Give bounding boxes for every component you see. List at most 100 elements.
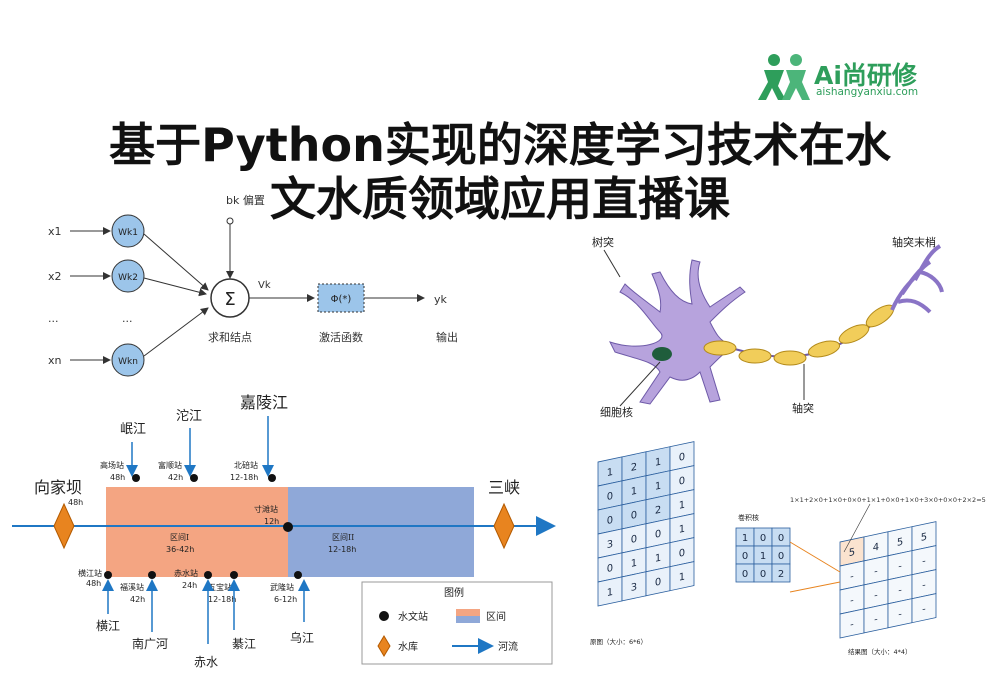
output-caption: 结果图（大小：4*4） xyxy=(848,647,912,656)
weight-node-1: Wk1 xyxy=(111,214,145,248)
zone-1 xyxy=(106,487,288,577)
station-top-2-name: 富顺站 xyxy=(158,460,182,470)
station-bottom-5-name: 武隆站 xyxy=(270,582,294,592)
station-top-2-time: 42h xyxy=(168,473,183,482)
input-cell: 3 xyxy=(631,582,637,594)
svg-text:Φ(*): Φ(*) xyxy=(331,294,352,305)
kernel-cell: 0 xyxy=(760,533,766,544)
weight-dots: ... xyxy=(122,312,133,325)
station-bottom-4-time: 12-18h xyxy=(208,595,236,604)
legend-title: 图例 xyxy=(444,586,464,599)
input-x1: x1 xyxy=(48,225,62,238)
left-end-time: 48h xyxy=(68,498,83,507)
zone-2-time: 12-18h xyxy=(328,545,356,554)
conv-formula: 1×1+2×0+1×0+0×0+1×1+0×0+1×0+3×0+0×0+2×2=… xyxy=(790,496,986,504)
input-cell: 0 xyxy=(607,563,613,575)
neuron-diagram: 树突 轴突末梢 细胞核 轴突 xyxy=(592,235,944,419)
right-end-name: 三峡 xyxy=(488,478,520,497)
legend-reservoir: 水库 xyxy=(398,640,418,653)
station-bottom-3-time: 24h xyxy=(182,581,197,590)
river-bottom-1: 横江 xyxy=(96,619,120,633)
title-line-2: 文水质领域应用直播课 xyxy=(270,172,730,226)
bias-label: bk 偏置 xyxy=(226,193,265,207)
output-cell: - xyxy=(898,585,902,597)
neuron-cell-body xyxy=(609,259,746,405)
people-icon xyxy=(758,54,810,100)
input-cell: 0 xyxy=(655,577,661,589)
axon-sheath xyxy=(703,304,895,366)
station-bottom-3-name: 赤水站 xyxy=(174,568,198,578)
input-cell: 1 xyxy=(607,587,613,599)
left-end-name: 向家坝 xyxy=(34,478,82,497)
input-cell: 0 xyxy=(655,529,661,541)
output-cell: 5 xyxy=(897,537,903,549)
river-diagram: 向家坝 48h 三峡 岷江 沱江 嘉陵江 高场站 48h 富顺站 42h 北碚站… xyxy=(12,393,556,669)
zone-1-time: 36-42h xyxy=(166,545,194,554)
kernel-cell: 0 xyxy=(760,569,766,580)
label-nucleus: 细胞核 xyxy=(600,405,633,419)
input-cell: 0 xyxy=(631,534,637,546)
sum-node: Σ xyxy=(210,278,250,318)
river-bottom-5: 乌江 xyxy=(290,630,314,645)
perceptron-diagram: x1 x2 ... xn Wk1 Wk2 ... Wkn bk 偏置 Σ 求和结… xyxy=(48,193,458,377)
output-cell: - xyxy=(850,619,854,631)
logo-name: Ai尚研修 xyxy=(814,61,917,90)
output-cell: 5 xyxy=(849,547,855,559)
output-cell: - xyxy=(898,609,902,621)
station-bottom-5-time: 6-12h xyxy=(274,595,297,604)
input-dots: ... xyxy=(48,312,59,325)
input-cell: 0 xyxy=(679,452,685,464)
kernel-cell: 1 xyxy=(760,551,766,562)
activation-box: Φ(*) xyxy=(317,283,365,313)
legend: 图例 水文站 区间 水库 河流 xyxy=(361,581,553,665)
zone-2 xyxy=(288,487,474,577)
input-cell: 1 xyxy=(607,467,613,479)
input-cell: 1 xyxy=(655,553,661,565)
station-top-3-name: 北碚站 xyxy=(234,460,258,470)
input-cell: 1 xyxy=(631,486,637,498)
vk-label: Vk xyxy=(258,280,271,291)
river-bottom-3: 赤水 xyxy=(194,655,218,669)
input-cell: 1 xyxy=(679,524,685,536)
weight-node-n: Wkn xyxy=(111,343,145,377)
river-top-1: 岷江 xyxy=(120,422,146,437)
kernel-cell: 1 xyxy=(742,533,748,544)
legend-station: 水文站 xyxy=(398,610,428,623)
input-cell: 0 xyxy=(607,491,613,503)
station-bottom-4-name: 五宝站 xyxy=(208,582,232,592)
output-cell: - xyxy=(874,614,878,626)
center-station-time: 12h xyxy=(264,517,279,526)
output-cell: 4 xyxy=(873,542,879,554)
kernel-label: 卷积核 xyxy=(738,513,759,522)
output-cell: - xyxy=(922,604,926,616)
output-yk: yk xyxy=(434,293,448,306)
output-cell: - xyxy=(874,590,878,602)
input-cell: 1 xyxy=(679,572,685,584)
zone-1-label: 区间I xyxy=(170,533,189,542)
station-top-1-name: 高场站 xyxy=(100,460,124,470)
station-top-1-time: 48h xyxy=(110,473,125,482)
center-station-dot xyxy=(283,522,293,532)
svg-text:Wkn: Wkn xyxy=(118,357,138,367)
input-cell: 0 xyxy=(607,515,613,527)
input-caption: 原图（大小：6*6） xyxy=(590,637,647,646)
kernel-cell: 0 xyxy=(742,569,748,580)
output-cell: 5 xyxy=(921,532,927,544)
kernel-cell: 0 xyxy=(742,551,748,562)
input-cell: 0 xyxy=(679,476,685,488)
output-cell: - xyxy=(850,571,854,583)
svg-text:Wk1: Wk1 xyxy=(118,228,138,238)
station-dot xyxy=(190,474,198,482)
label-dendrite: 树突 xyxy=(592,235,614,249)
input-x2: x2 xyxy=(48,270,62,283)
page-title: 基于Python实现的深度学习技术在水 文水质领域应用直播课 xyxy=(0,118,1000,226)
zone-2-label: 区间II xyxy=(332,533,354,542)
station-bottom-1-time: 48h xyxy=(86,579,101,588)
output-label: 输出 xyxy=(436,330,458,344)
input-cell: 2 xyxy=(631,462,637,474)
input-cell: 2 xyxy=(655,505,661,517)
output-cell: - xyxy=(850,595,854,607)
